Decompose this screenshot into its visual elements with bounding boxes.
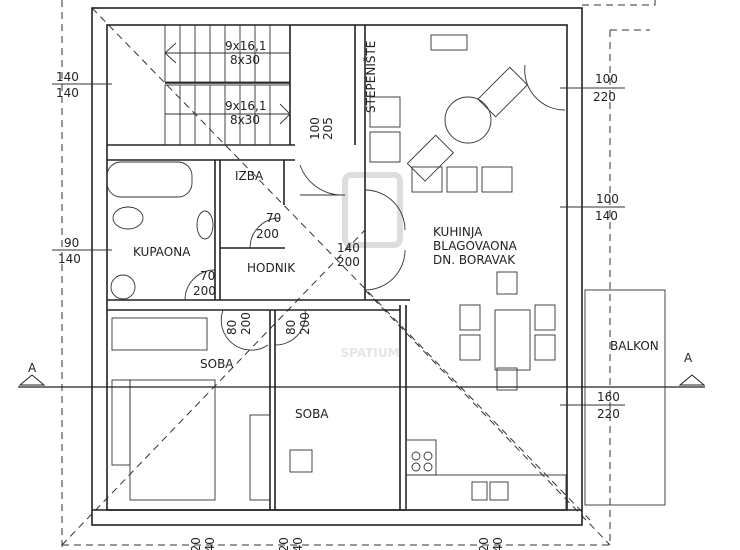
room-label-hodnik: HODNIK [247, 261, 296, 275]
watermark-logo: SPATIUM [340, 346, 399, 360]
dim-door-bath-h: 200 [193, 284, 216, 298]
dim-door-living-w: 140 [337, 241, 360, 255]
dim-door-bath-w: 70 [200, 269, 215, 283]
dim-window-right-mid-h: 140 [595, 209, 618, 223]
section-marker-right: A [684, 351, 693, 365]
stair-spec-treads: 8x30 [230, 113, 260, 127]
section-marker-left: A [28, 361, 37, 375]
walls [91, 7, 583, 526]
room-label-boravak: DN. BORAVAK [433, 253, 516, 267]
room-label-balkon: BALKON [610, 339, 659, 353]
dim-window-bottom-3-h: 140 [491, 537, 505, 550]
dim-door-soba2-h: 200 [298, 312, 312, 335]
room-label-soba-2: SOBA [295, 407, 329, 421]
dim-window-bottom-2-h: 140 [291, 537, 305, 550]
dim-door-living-h: 200 [337, 255, 360, 269]
room-label-soba-1: SOBA [200, 357, 234, 371]
dimension-ticks [52, 83, 625, 406]
dim-window-bottom-1-w: 120 [189, 537, 203, 550]
dim-window-left-bath-h: 140 [58, 252, 81, 266]
dim-window-right-top-w: 100 [595, 72, 618, 86]
dim-window-bottom-1-h: 140 [203, 537, 217, 550]
section-line-a [18, 374, 706, 388]
dim-door-soba1-w: 80 [225, 320, 239, 335]
room-label-izba: IZBA [235, 169, 264, 183]
watermark-mark [342, 172, 403, 248]
dim-door-stairs-h: 205 [321, 117, 335, 140]
dim-window-left-top-w: 140 [56, 70, 79, 84]
staircase [164, 24, 291, 146]
dim-door-soba1-h: 200 [239, 312, 253, 335]
room-label-kuhinja: KUHINJA [433, 225, 483, 239]
dim-window-left-bath-w: 90 [64, 236, 79, 250]
dim-door-stairs-w: 100 [308, 117, 322, 140]
stair-spec-risers: 9x16,1 [225, 99, 266, 113]
dim-door-izba-h: 200 [256, 227, 279, 241]
dim-window-right-top-h: 220 [593, 90, 616, 104]
door-swings [184, 64, 566, 351]
dim-window-bottom-2-w: 120 [277, 537, 291, 550]
dashed-guides [61, 0, 656, 550]
furniture [106, 34, 666, 511]
dim-door-balkon-w: 160 [597, 390, 620, 404]
dim-window-bottom-3-w: 120 [477, 537, 491, 550]
stair-spec-treads: 8x30 [230, 53, 260, 67]
room-label-blagovaona: BLAGOVAONA [433, 239, 518, 253]
dim-window-left-top-h: 140 [56, 86, 79, 100]
dim-window-right-mid-w: 100 [596, 192, 619, 206]
room-label-stairs: STEPENIŠTE [363, 41, 378, 113]
stair-spec-risers: 9x16,1 [225, 39, 266, 53]
dim-door-izba-w: 70 [266, 211, 281, 225]
room-label-kupaona: KUPAONA [133, 245, 191, 259]
dim-door-soba2-w: 80 [284, 320, 298, 335]
dim-door-balkon-h: 220 [597, 407, 620, 421]
